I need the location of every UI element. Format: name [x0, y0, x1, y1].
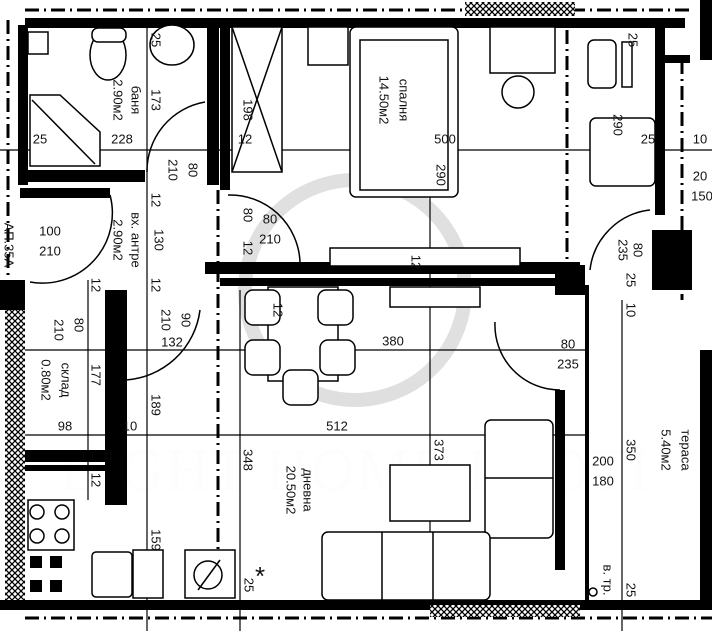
dimension-label: 12	[149, 278, 164, 292]
dimension-label: 98	[58, 418, 72, 433]
dimension-label: 25	[149, 33, 164, 47]
dimension-label: 200	[592, 453, 614, 468]
room-area-bath: 2.90м2	[111, 79, 126, 120]
dimension-label: 350	[624, 439, 639, 461]
room-name-bath: баня	[129, 86, 144, 115]
dimension-label: 10	[624, 303, 639, 317]
dimension-label: 180	[592, 473, 614, 488]
room-area-living: 20.50м2	[284, 466, 299, 515]
dimension-label: 132	[161, 334, 183, 349]
dimension-label: 512	[326, 418, 348, 433]
dimension-label: 12	[241, 241, 256, 255]
dimension-label: 198	[241, 99, 256, 121]
room-area-terrace: 5.40м2	[659, 429, 674, 470]
furniture: *	[27, 24, 656, 601]
dimension-label: 228	[111, 131, 133, 146]
dimension-label: 25	[33, 131, 47, 146]
axis-lines	[6, 8, 712, 620]
dimension-label: 25	[624, 583, 639, 597]
walls	[0, 0, 712, 617]
dimension-label: 12	[271, 303, 286, 317]
dimension-label: 80	[241, 208, 256, 222]
dimension-label: 12	[238, 131, 252, 146]
dimension-label: 210	[166, 159, 181, 181]
dimension-label: 25	[624, 273, 639, 287]
dimension-label: 380	[382, 333, 404, 348]
dimension-label: 235	[616, 239, 631, 261]
dimension-label: 80	[561, 336, 575, 351]
room-name-terrace: тераса	[679, 429, 694, 471]
dimension-label: 177	[89, 364, 104, 386]
dimension-label: 10	[123, 418, 137, 433]
dimension-label: 80	[631, 243, 646, 257]
dimension-label: 25	[626, 33, 641, 47]
dimension-label: 20	[693, 168, 707, 183]
dimension-label: 12	[149, 193, 164, 207]
dimension-label: 373	[432, 439, 447, 461]
dimension-label: 10	[693, 131, 707, 146]
dimension-label: 25	[641, 131, 655, 146]
dimension-label: 348	[241, 449, 256, 471]
dimension-label: 80	[72, 318, 87, 332]
dimension-label: 80	[263, 211, 277, 226]
room-area-hall: 2.90м2	[111, 219, 126, 260]
dimension-label: 12	[89, 473, 104, 487]
dimension-label: 25	[242, 578, 257, 592]
dimension-label: 210	[159, 309, 174, 331]
dimension-label: 210	[259, 231, 281, 246]
riser-blocks	[30, 556, 62, 592]
dimension-label: 150	[691, 188, 712, 203]
dimension-label: 290	[434, 164, 449, 186]
dimension-label: 159	[149, 529, 164, 551]
room-area-storage: 0.80м2	[39, 359, 54, 400]
dimension-label: 130	[152, 229, 167, 251]
room-area-bedroom: 14.50м2	[377, 76, 392, 125]
doors	[29, 101, 651, 391]
room-name-bedroom: спалня	[397, 79, 412, 122]
dimension-label: 290	[611, 114, 626, 136]
dimension-label: 210	[52, 319, 67, 341]
dimension-label: 12	[409, 255, 424, 269]
fridge-symbol: *	[255, 561, 265, 591]
dimension-label: 500	[434, 131, 456, 146]
dimension-label: 210	[39, 243, 61, 258]
dimension-label: 100	[39, 223, 61, 238]
room-name-hall: вх. антре	[129, 212, 144, 267]
dimension-label: 80	[186, 163, 201, 177]
apartment-tag: АП.35А	[2, 223, 17, 268]
dimension-label: 12	[89, 278, 104, 292]
dimension-label: 235	[557, 356, 579, 371]
room-name-living: дневна	[301, 468, 316, 512]
riser-label: в. тр.	[601, 565, 616, 596]
room-name-storage: склад	[59, 363, 74, 398]
dimension-label: 90	[179, 313, 194, 327]
dimension-label: 173	[149, 89, 164, 111]
dimension-label: 189	[149, 394, 164, 416]
